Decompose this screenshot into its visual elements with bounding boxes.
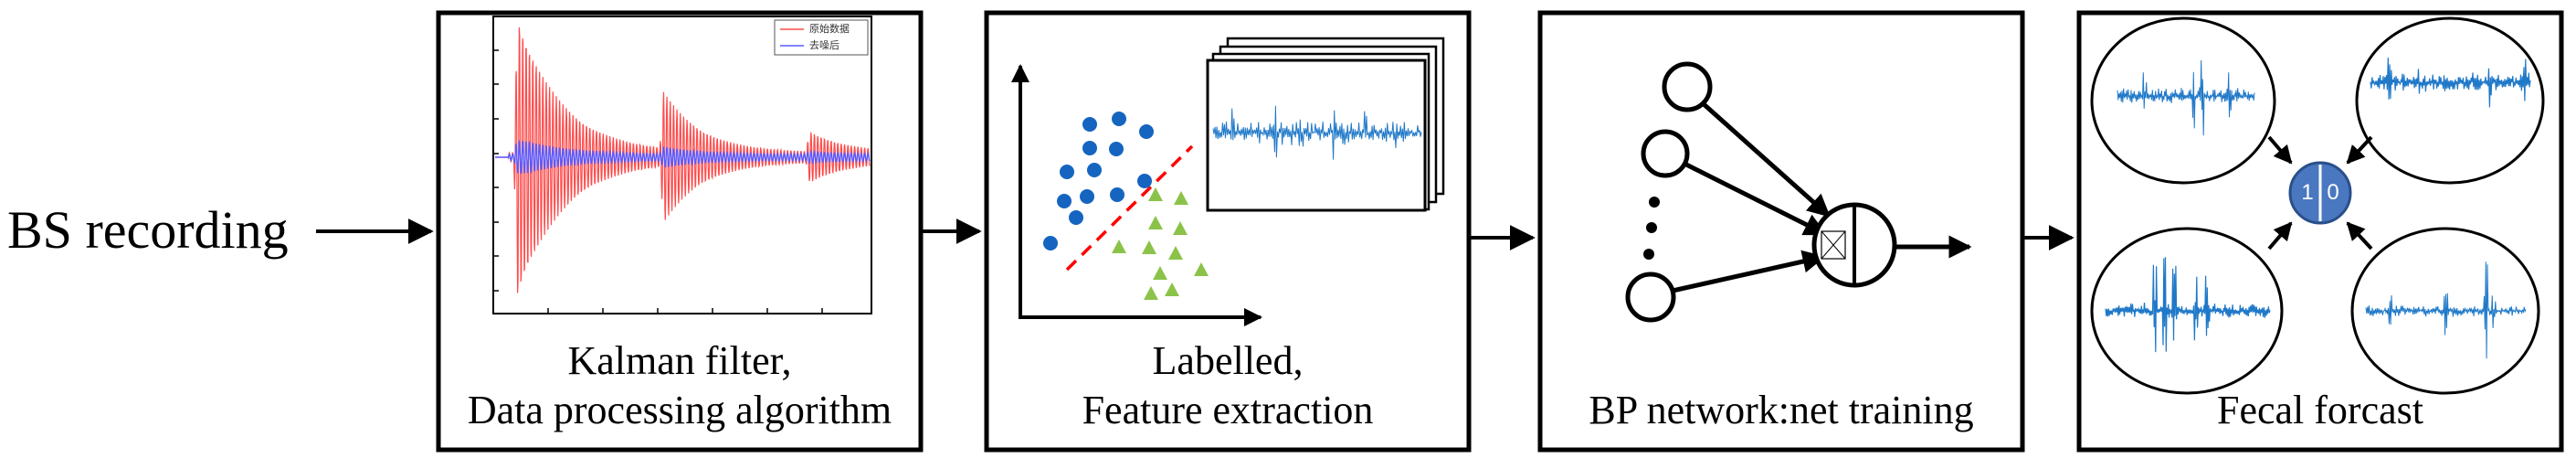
arrow-br-to-center bbox=[2346, 221, 2373, 250]
class-b-point bbox=[1153, 266, 1167, 280]
class-a-point bbox=[1082, 141, 1097, 155]
class-b-point bbox=[1165, 282, 1179, 296]
class-b-point bbox=[1142, 240, 1156, 254]
input-label: BS recording bbox=[7, 200, 289, 260]
raw-signal-trace bbox=[495, 27, 871, 293]
stage-4-caption: Fecal forcast bbox=[2217, 388, 2423, 432]
class-a-point bbox=[1110, 187, 1124, 202]
plot-legend-box bbox=[774, 19, 869, 56]
ellipse-wave-bottom-right bbox=[2365, 261, 2527, 359]
class-b-point bbox=[1174, 191, 1188, 205]
class-b-point bbox=[1112, 240, 1126, 253]
plot-ticks bbox=[493, 49, 823, 314]
stage-3-caption: BP network:net training bbox=[1589, 388, 1974, 432]
weight-line-2 bbox=[1684, 162, 1828, 237]
class-b-point bbox=[1148, 187, 1163, 201]
arrow-tr-to-center bbox=[2346, 135, 2373, 165]
stage-2-caption-line-2: Feature extraction bbox=[1082, 388, 1374, 432]
class-a-point bbox=[1057, 194, 1072, 208]
class-a-point bbox=[1087, 163, 1102, 177]
ellipse-top-right bbox=[2355, 16, 2545, 185]
legend-label-raw: 原始数据 bbox=[809, 23, 850, 35]
ellipse-wave-top-right bbox=[2370, 58, 2531, 108]
arrow-tl-to-center bbox=[2267, 135, 2293, 165]
class-b-point bbox=[1148, 216, 1163, 229]
class-a-point bbox=[1112, 112, 1126, 126]
stage-box-network bbox=[1537, 10, 2025, 453]
input-neuron-2 bbox=[1641, 129, 1690, 178]
legend-label-denoised: 去噪后 bbox=[809, 39, 839, 51]
stage-box-forecast bbox=[2076, 10, 2564, 453]
class-a-point bbox=[1080, 189, 1094, 204]
class-a-point bbox=[1137, 174, 1152, 188]
waveform-trace bbox=[1212, 105, 1422, 160]
class-a-point bbox=[1082, 117, 1097, 132]
class-b-point bbox=[1194, 262, 1209, 276]
ellipse-wave-top-left bbox=[2117, 59, 2255, 136]
ellipsis-dot-2 bbox=[1646, 222, 1657, 233]
forecast-diagram bbox=[2090, 16, 2545, 395]
class-b-point bbox=[1168, 246, 1183, 260]
class-a-points bbox=[1043, 112, 1154, 250]
arrow-bl-to-center bbox=[2267, 221, 2293, 250]
signal-plot bbox=[492, 16, 872, 314]
class-label-right: 0 bbox=[2327, 180, 2339, 205]
ellipse-wave-bottom-left bbox=[2105, 257, 2271, 353]
ellipse-top-left bbox=[2090, 16, 2276, 185]
class-label-left: 1 bbox=[2301, 180, 2314, 205]
class-a-point bbox=[1043, 236, 1058, 250]
weight-line-3 bbox=[1672, 250, 1826, 293]
class-a-point bbox=[1109, 142, 1124, 156]
class-b-point bbox=[1173, 221, 1188, 235]
stage-1-caption-line-2: Data processing algorithm bbox=[467, 388, 892, 432]
stage-1-caption-line-1: Kalman filter, bbox=[567, 338, 792, 383]
ellipsis-dot-1 bbox=[1649, 197, 1660, 208]
class-separator bbox=[1065, 144, 1194, 272]
weight-line-1 bbox=[1701, 101, 1831, 218]
stage-box-features bbox=[984, 10, 1472, 453]
ellipsis-dot-3 bbox=[1643, 249, 1654, 260]
class-b-point bbox=[1144, 286, 1158, 300]
class-a-point bbox=[1139, 124, 1154, 139]
stage-2-caption-line-1: Labelled, bbox=[1152, 338, 1304, 383]
class-a-point bbox=[1069, 210, 1083, 225]
waveform-stack bbox=[1206, 37, 1445, 212]
neuron-sum-box bbox=[1821, 230, 1846, 260]
feature-scatter bbox=[1011, 64, 1262, 326]
denoised-signal-trace bbox=[495, 139, 871, 176]
class-a-point bbox=[1060, 165, 1074, 179]
input-neuron-3 bbox=[1625, 272, 1676, 323]
network-diagram bbox=[1625, 61, 1972, 323]
class-b-points bbox=[1112, 187, 1209, 300]
input-neuron-1 bbox=[1662, 61, 1713, 112]
